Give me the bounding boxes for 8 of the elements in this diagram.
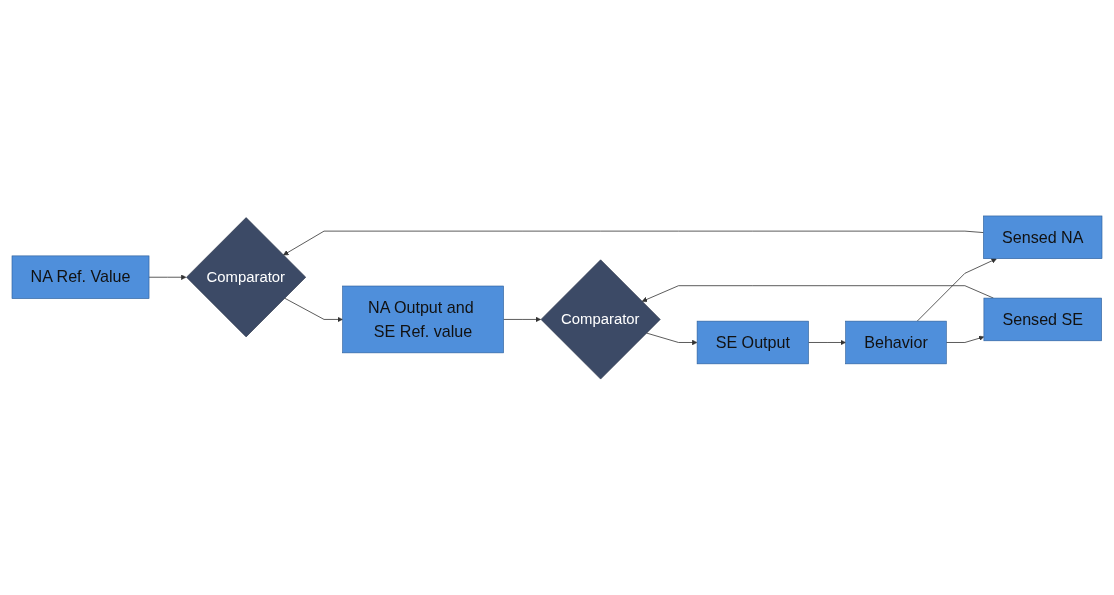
node-diamond: Comparator — [186, 217, 307, 338]
node-box: Sensed SE — [983, 297, 1102, 342]
node-box: Sensed NA — [983, 215, 1103, 259]
node-box: NA Output and SE Ref. value — [342, 285, 504, 354]
node-box: SE Output — [696, 320, 809, 365]
node-box: NA Ref. Value — [11, 255, 150, 299]
node-box: Behavior — [845, 320, 947, 365]
node-diamond: Comparator — [540, 259, 661, 380]
